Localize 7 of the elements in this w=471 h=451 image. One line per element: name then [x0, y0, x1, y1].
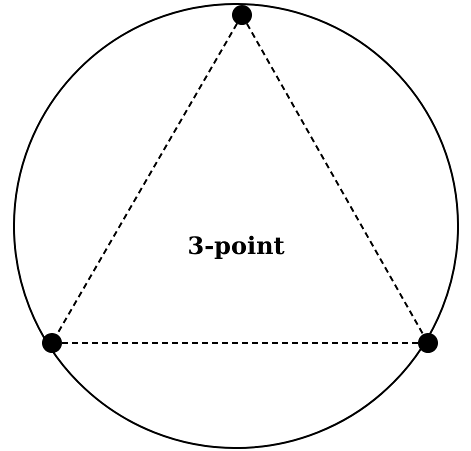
point-dot — [42, 333, 62, 353]
figure-label: 3-point — [188, 230, 285, 260]
point-dot — [232, 5, 252, 25]
dashed-line — [246, 23, 424, 335]
point-dot — [418, 333, 438, 353]
dashed-line — [56, 23, 238, 335]
dashed-line — [62, 342, 418, 344]
